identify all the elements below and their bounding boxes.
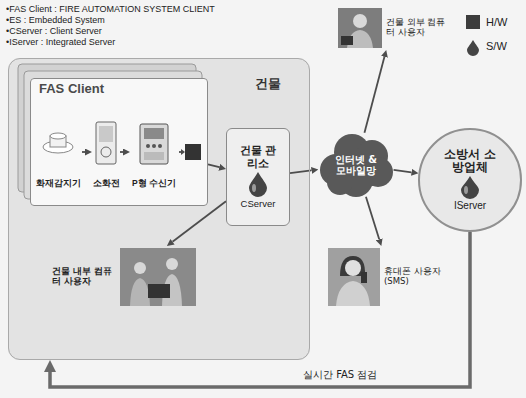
building-fill: [8, 58, 310, 360]
user-node: 건물 외부 컴퓨터 사용자: [336, 6, 448, 50]
abbreviation-note: •ES : Embedded System: [6, 15, 105, 25]
flow-arrow: [120, 151, 123, 153]
client-group-box: FAS Client 화재감지기 소화전 P형 수신기: [30, 78, 208, 206]
user-node: 휴대폰 사용자 (SMS): [326, 246, 456, 308]
es-arrow: [181, 149, 185, 155]
edge-label: 실시간 FAS 점검: [300, 369, 380, 381]
abbreviation-note: •CServer : Client Server: [6, 26, 102, 36]
legend-text: S/W: [486, 40, 507, 53]
inside-user-photo: [148, 284, 170, 298]
legend-sample-slot: [466, 39, 480, 53]
fire-detector-icon: [50, 133, 66, 139]
device-box: 소화전: [92, 112, 120, 192]
legend-swatch: [466, 15, 480, 29]
cserver-fill: [226, 128, 290, 226]
flow-arrow: [366, 197, 379, 239]
inside-user-photo: [166, 258, 178, 270]
edge-label-holder: 실시간 FAS 점검: [300, 369, 380, 381]
node-text: 소화전: [93, 179, 120, 189]
outside-user-photo: [353, 14, 367, 28]
inside-user-photo: [130, 278, 150, 306]
legend-text: H/W: [486, 16, 507, 29]
receiver-icon: [140, 124, 168, 164]
receiver-icon: [152, 144, 156, 148]
software-drop: [249, 172, 267, 197]
phone-user-photo: [328, 248, 380, 306]
server-box: 건물 관리소 CServer: [226, 128, 290, 226]
hydrant-icon: [96, 122, 116, 164]
note-holder: •FAS Client : FIRE AUTOMATION SYSTEM CLI…: [6, 4, 215, 14]
legend-row: S/W: [466, 39, 507, 53]
node-text: 인터넷 & 모바일망: [329, 154, 383, 177]
server-circle: 소방서 소방업체 IServer: [418, 128, 522, 232]
abbreviation-note: •FAS Client : FIRE AUTOMATION SYSTEM CLI…: [6, 4, 215, 14]
flow-arrow: [208, 164, 219, 167]
receiver-icon: [144, 152, 164, 160]
es-hardware: [185, 144, 201, 160]
building-region: 건물FAS Client화재감지기소화전P형 수신기건물 관리소CServer건…: [8, 58, 310, 360]
legend-row: H/W: [466, 15, 507, 29]
hydrant-icon: [99, 126, 113, 142]
node-text: 건물 외부 컴퓨터 사용자: [386, 18, 448, 38]
node-text: 소방서 소방업체: [442, 148, 498, 174]
receiver-icon: [144, 128, 164, 139]
software-drop: [461, 176, 479, 199]
drop-highlight: [252, 184, 256, 192]
note-holder: •ES : Embedded System: [6, 15, 105, 25]
drop-highlight: [464, 186, 468, 194]
legend-drop-sample: [467, 40, 479, 56]
node-text: CServer: [241, 199, 276, 210]
client-box-fill: [30, 78, 208, 206]
outside-user-photo: [338, 8, 382, 48]
iserver-fill: [418, 128, 522, 232]
inside-user-photo: [134, 262, 146, 274]
network-cloud: 인터넷 & 모바일망: [318, 132, 394, 198]
hydrant-icon: [101, 147, 111, 157]
node-text: IServer: [454, 200, 486, 212]
node-text: 건물 내부 컴퓨터 사용자: [52, 267, 114, 287]
flow-arrow: [82, 151, 85, 153]
inside-user-photo: [120, 248, 196, 306]
phone-user-photo: [361, 272, 367, 283]
node-text: 화재감지기: [36, 179, 81, 189]
node-text: 건물: [255, 77, 309, 92]
flow-arrow: [364, 57, 384, 133]
user-node: 건물 내부 컴퓨터 사용자: [52, 246, 200, 308]
cloud-shape: [320, 134, 393, 197]
device-box: P형 수신기: [130, 112, 178, 192]
node-text: 건물 관리소: [238, 144, 278, 168]
note-holder: •IServer : Integrated Server: [6, 37, 115, 47]
receiver-icon: [146, 144, 150, 148]
abbreviation-note: •IServer : Integrated Server: [6, 37, 115, 47]
receiver-icon: [158, 144, 162, 148]
node-text: 휴대폰 사용자 (SMS): [384, 267, 452, 287]
note-holder: •CServer : Client Server: [6, 26, 102, 36]
node-text: P형 수신기: [132, 179, 176, 189]
flow-arrow: [290, 170, 311, 173]
phone-user-photo: [336, 281, 370, 306]
outside-user-photo: [341, 36, 353, 45]
flow-arrow: [394, 170, 412, 172]
flow-arrow: [50, 232, 470, 387]
flow-arrow: [173, 201, 227, 242]
phone-user-photo: [345, 260, 361, 276]
device-box: 화재감지기: [34, 112, 82, 192]
node-text: FAS Client: [39, 82, 199, 97]
